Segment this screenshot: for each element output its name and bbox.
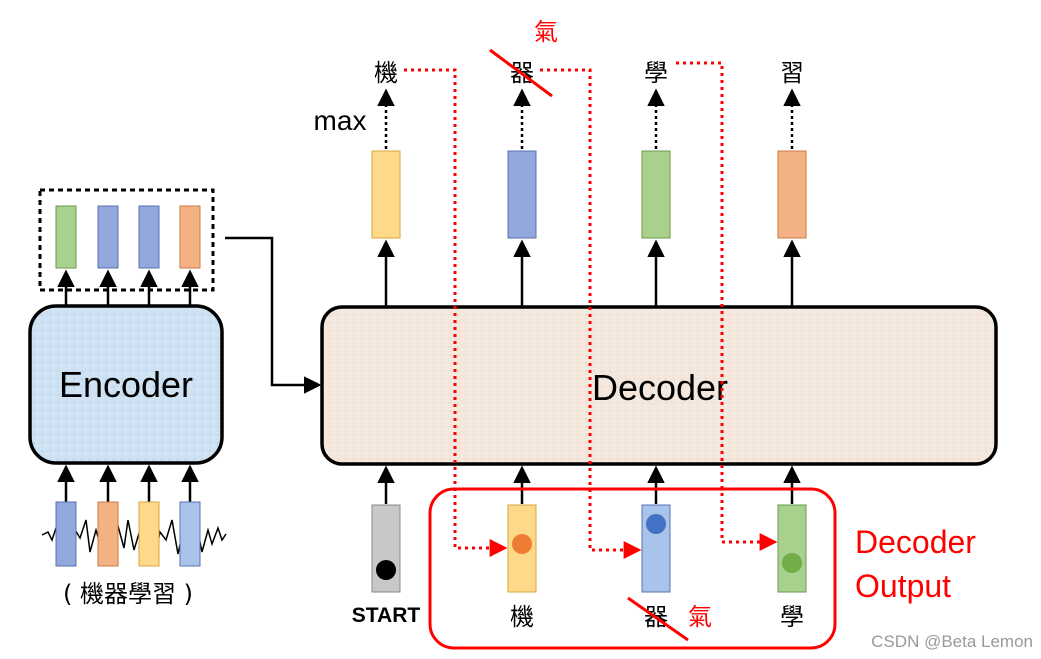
decoder-input-strike-line [627,596,689,642]
decoder-output-vector-yellow [371,150,401,239]
audio-segment-yellow [138,501,160,567]
decoder-input-dot-green [782,553,802,573]
start-label: START [352,604,421,627]
audio-segment-blue-1 [55,501,77,567]
encoder-vector-blue-1 [97,205,119,269]
decoder-output-vector-blue [507,150,537,239]
decoder-input-vector-green [777,504,807,593]
output-token-1: 機 [374,59,398,87]
audio-segment-blue-2 [179,501,201,567]
decoder-output-label-line2: Output [855,568,951,604]
feedback-path-2 [540,68,642,559]
output-token-3: 學 [644,59,668,87]
encoder-input-caption: ( 機器學習 ) [63,580,193,608]
decoder-label: Decoder [592,367,728,408]
encoder-block [28,304,224,465]
encoder-output-group-box [38,188,215,292]
encoder-vector-blue-2 [138,205,160,269]
output-token-4: 習 [780,59,804,87]
decoder-output-vector-green [641,150,671,239]
decoder-input-token-3: 學 [780,603,804,631]
start-token-dot [376,560,396,580]
output-strike-line [489,48,553,98]
output-wrong-alt: 氣 [534,18,558,46]
feedback-path-3 [676,61,778,551]
feedback-path-1 [404,68,508,557]
watermark: CSDN @Beta Lemon [871,632,1033,651]
decoder-input-dot-orange [512,534,532,554]
decoder-output-highlight-box [428,487,837,650]
encoder-to-decoder-arrow [225,236,322,394]
audio-segment-orange [97,501,119,567]
decoder-input-dot-blue [646,514,666,534]
encoder-vector-green [55,205,77,269]
decoder-output-vector-orange [777,150,807,239]
decoder-input-token-1: 機 [510,603,534,631]
decoder-block [320,305,998,466]
max-label: max [314,105,367,136]
encoder-vector-orange [179,205,201,269]
decoder-input-wrong-alt: 氣 [688,603,712,631]
encoder-label: Encoder [59,364,193,405]
decoder-output-label-line1: Decoder [855,524,976,560]
